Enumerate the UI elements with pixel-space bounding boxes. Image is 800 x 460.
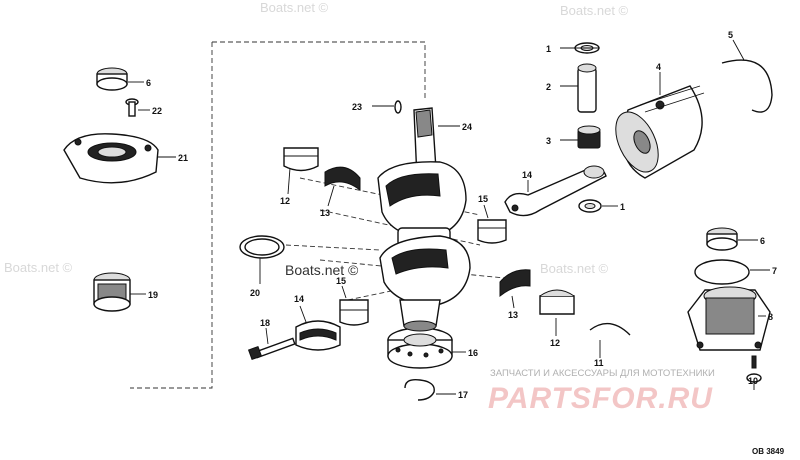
callout-14a: 14 — [522, 170, 532, 180]
leader-13a — [327, 185, 335, 207]
part-rod-cap-lower — [295, 320, 341, 351]
assembly-dash-top — [212, 41, 426, 100]
callout-23: 23 — [352, 102, 362, 112]
leader-14b — [299, 305, 307, 323]
callout-10: 10 — [748, 376, 758, 386]
callout-1b: 1 — [620, 202, 625, 212]
part-bearing-housing — [687, 286, 771, 351]
part-washer-rod — [578, 199, 602, 213]
callout-13a: 13 — [320, 208, 330, 218]
watermark-left: Boats.net © — [4, 260, 73, 275]
part-bearing-carrier — [63, 133, 159, 184]
callout-22: 22 — [152, 106, 162, 116]
callout-19: 19 — [148, 290, 158, 300]
callout-8: 8 — [768, 312, 773, 322]
callout-14b: 14 — [294, 294, 304, 304]
watermark-right: Boats.net © — [560, 3, 629, 18]
leader-18 — [265, 327, 269, 345]
part-connecting-rod-right — [504, 165, 607, 217]
part-rod-bearing-upper — [477, 219, 507, 244]
part-oil-seal-left — [96, 67, 128, 91]
watermark-top: Boats.net © — [260, 0, 329, 15]
assembly-dash-seal — [285, 244, 381, 251]
drawing-reference: OB 3849 — [752, 447, 785, 456]
part-ball-bearing — [387, 327, 453, 369]
callout-12a: 12 — [280, 196, 290, 206]
callout-16: 16 — [468, 348, 478, 358]
part-piston-ring — [721, 59, 773, 113]
callout-3: 3 — [546, 136, 551, 146]
part-snap-ring — [404, 378, 435, 401]
part-rod-bolt — [247, 337, 296, 361]
callout-2: 2 — [546, 82, 551, 92]
watermark-center: Boats.net © — [285, 262, 359, 278]
callout-7: 7 — [772, 266, 777, 276]
callout-24: 24 — [462, 122, 472, 132]
leader-12a — [287, 167, 291, 195]
callout-21: 21 — [178, 153, 188, 163]
callout-18: 18 — [260, 318, 270, 328]
part-oil-seal-right — [706, 227, 738, 251]
callout-6a: 6 — [146, 78, 151, 88]
assembly-dash-left — [130, 42, 213, 389]
part-needle-rollers-lower — [499, 269, 531, 298]
shop-caption: ЗАПЧАСТИ И АКСЕССУАРЫ ДЛЯ МОТОТЕХНИКИ — [490, 368, 715, 379]
leader-5 — [732, 39, 745, 61]
part-roller-bearing-left — [93, 272, 131, 312]
watermark-mid-right: Boats.net © — [540, 261, 609, 276]
part-o-ring — [694, 259, 750, 285]
assembly-dash-lower — [319, 259, 526, 281]
leader-13b — [511, 295, 515, 309]
callout-17: 17 — [458, 390, 468, 400]
part-retaining-ring — [589, 322, 631, 336]
part-needle-rollers-upper — [324, 166, 361, 192]
part-seal-ring — [239, 235, 285, 259]
shop-logo: PARTSFOR.RU — [488, 382, 713, 415]
assembly-dash-rod — [347, 284, 421, 301]
part-piston — [615, 85, 705, 179]
callout-11: 11 — [594, 358, 604, 368]
callout-15b: 15 — [336, 276, 346, 286]
callout-5: 5 — [728, 30, 733, 40]
part-piston-pin — [577, 63, 597, 113]
part-rod-bearing-lower — [339, 299, 369, 326]
part-bearing-cage-lower — [539, 289, 575, 315]
leader-15b — [341, 285, 347, 299]
part-carrier-screw — [125, 98, 139, 117]
callout-12b: 12 — [550, 338, 560, 348]
callout-6b: 6 — [760, 236, 765, 246]
callout-20: 20 — [250, 288, 260, 298]
part-bearing-cage-upper — [283, 147, 319, 172]
part-woodruff-key — [394, 100, 402, 114]
callout-15a: 15 — [478, 194, 488, 204]
part-needle-bearing-small — [577, 125, 601, 149]
callout-1a: 1 — [546, 44, 551, 54]
callout-4: 4 — [656, 62, 661, 72]
leader-15a — [483, 204, 489, 219]
part-crankshaft — [377, 107, 471, 332]
callout-13b: 13 — [508, 310, 518, 320]
